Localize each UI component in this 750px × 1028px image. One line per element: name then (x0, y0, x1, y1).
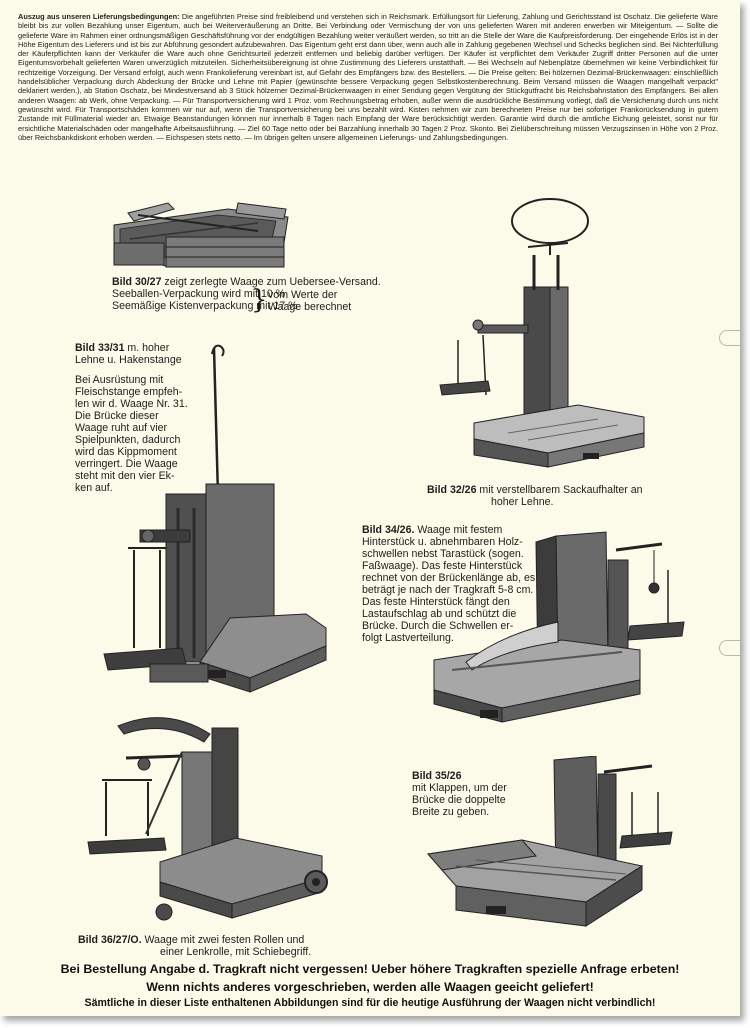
caption-bild-33-p1: Bei Ausrüstung mit (75, 374, 164, 386)
caption-bild-34-label: Bild 34/26. (362, 524, 415, 536)
catalog-page: Auszug aus unseren Lieferungsbedingungen… (0, 0, 740, 1016)
figure-scale-sack-holder (439, 198, 645, 468)
caption-bild-33-p6: Spielpunkten, dadurch (75, 434, 181, 446)
binding-hole-bottom (719, 640, 740, 656)
caption-bild-34-l2: Hinterstück u. abnehmbaren Holz- (362, 536, 523, 548)
caption-bild-33: Bild 33/31 m. hoher Lehne u. Hakenstange… (75, 342, 205, 494)
caption-bild-35-l3: Breite zu geben. (412, 806, 490, 818)
caption-bild-30-line3: Seemäßige Kistenverpackung mit 17 % (112, 300, 298, 312)
figure-scale-with-wheels (87, 717, 328, 921)
caption-bild-34-l10: folgt Lastverteilung. (362, 632, 454, 644)
caption-bild-35-l1: mit Klappen, um der (412, 782, 507, 794)
caption-bild-33-label: Bild 33/31 (75, 342, 125, 354)
caption-bild-33-p9: steht mit den vier Ek- (75, 470, 175, 482)
caption-bild-33-p5: Waage ruht auf vier (75, 422, 168, 434)
figure-scale-hook-pole (103, 344, 327, 693)
caption-bild-34: Bild 34/26. Waage mit festem Hinterstück… (362, 524, 612, 644)
caption-bild-34-l5: rechnet von der Brückenlänge ab, es (362, 572, 536, 584)
caption-bild-30-line2: Seeballen-Verpackung wird mit 10 % (112, 288, 286, 300)
figure-barrel-scale (433, 531, 685, 723)
binding-hole-top (719, 330, 740, 346)
caption-bild-34-l8: Lastaufschlag ab und schützt die (362, 608, 517, 620)
caption-bild-34-l9: Brücke. Durch die Schwellen er- (362, 620, 514, 632)
caption-bild-30-line1: zeigt zerlegte Waage zum Uebersee-Versan… (164, 276, 381, 288)
footer-line-1: Bei Bestellung Angabe d. Tragkraft nicht… (60, 962, 680, 976)
caption-bild-33-p4: Die Brücke dieser (75, 410, 159, 422)
caption-bild-34-line1: Waage mit festem (417, 524, 503, 536)
caption-bild-33-line2: Lehne u. Hakenstange (75, 354, 182, 366)
caption-bild-35: Bild 35/26 mit Klappen, um der Brücke di… (412, 770, 552, 818)
caption-bild-34-l7: Das feste Hinterstück fängt den (362, 596, 510, 608)
caption-bild-30-brace-line2: Waage berechnet (268, 301, 352, 313)
caption-bild-33-p7: wird das Kippmoment (75, 446, 177, 458)
caption-bild-30-label: Bild 30/27 (112, 276, 162, 288)
caption-bild-30: Bild 30/27 zeigt zerlegte Waage zum Uebe… (112, 276, 422, 312)
caption-bild-36-line2: einer Lenkrolle, mit Schiebegriff. (160, 946, 312, 958)
caption-bild-33-p3: len wir d. Waage Nr. 31. (75, 398, 188, 410)
caption-bild-36: Bild 36/27/O. Waage mit zwei festen Roll… (78, 934, 378, 958)
caption-bild-32-label: Bild 32/26 (427, 484, 477, 496)
caption-bild-36-line1: Waage mit zwei festen Rollen und (144, 934, 305, 946)
figure-disassembled-scale (113, 202, 289, 268)
caption-bild-35-label: Bild 35/26 (412, 770, 462, 782)
caption-bild-32-line1: mit verstellbarem Sackaufhalter an (479, 484, 643, 496)
caption-bild-34-l3: schwellen nebst Tarastück (sogen. (362, 548, 524, 560)
caption-bild-36-label: Bild 36/27/O. (78, 934, 142, 946)
footer-line-3: Sämtliche in dieser Liste enthaltenen Ab… (84, 997, 656, 1009)
terms-heading: Auszug aus unseren Lieferungsbedingungen… (18, 12, 180, 21)
caption-bild-33-p8: verringert. Die Waage (75, 458, 178, 470)
caption-bild-33-p10: ken auf. (75, 482, 113, 494)
caption-bild-34-l4: Faßwaage). Das feste Hinterstück (362, 560, 523, 572)
caption-bild-30-brace-text: vom Werte der Waage berechnet (268, 289, 351, 313)
brace-symbol: } (251, 285, 268, 315)
footer-line-2: Wenn nichts anderes vorgeschrieben, werd… (146, 980, 594, 994)
caption-bild-33-line1: m. hoher (127, 342, 170, 354)
caption-bild-33-p2: Fleischstange empfeh- (75, 386, 183, 398)
caption-bild-35-l2: Brücke die doppelte (412, 794, 506, 806)
caption-bild-30-brace-line1: vom Werte der (268, 289, 338, 301)
terms-body: Die angeführten Preise sind freibleibend… (18, 12, 718, 142)
figure-scale-with-flaps (427, 756, 673, 927)
caption-bild-32: Bild 32/26 mit verstellbarem Sackaufhalt… (427, 484, 707, 508)
caption-bild-32-line2: hoher Lehne. (491, 496, 554, 508)
caption-bild-34-l6: beträgt je nach der Tragkraft 5-8 cm. (362, 584, 534, 596)
delivery-terms: Auszug aus unseren Lieferungsbedingungen… (18, 12, 718, 142)
